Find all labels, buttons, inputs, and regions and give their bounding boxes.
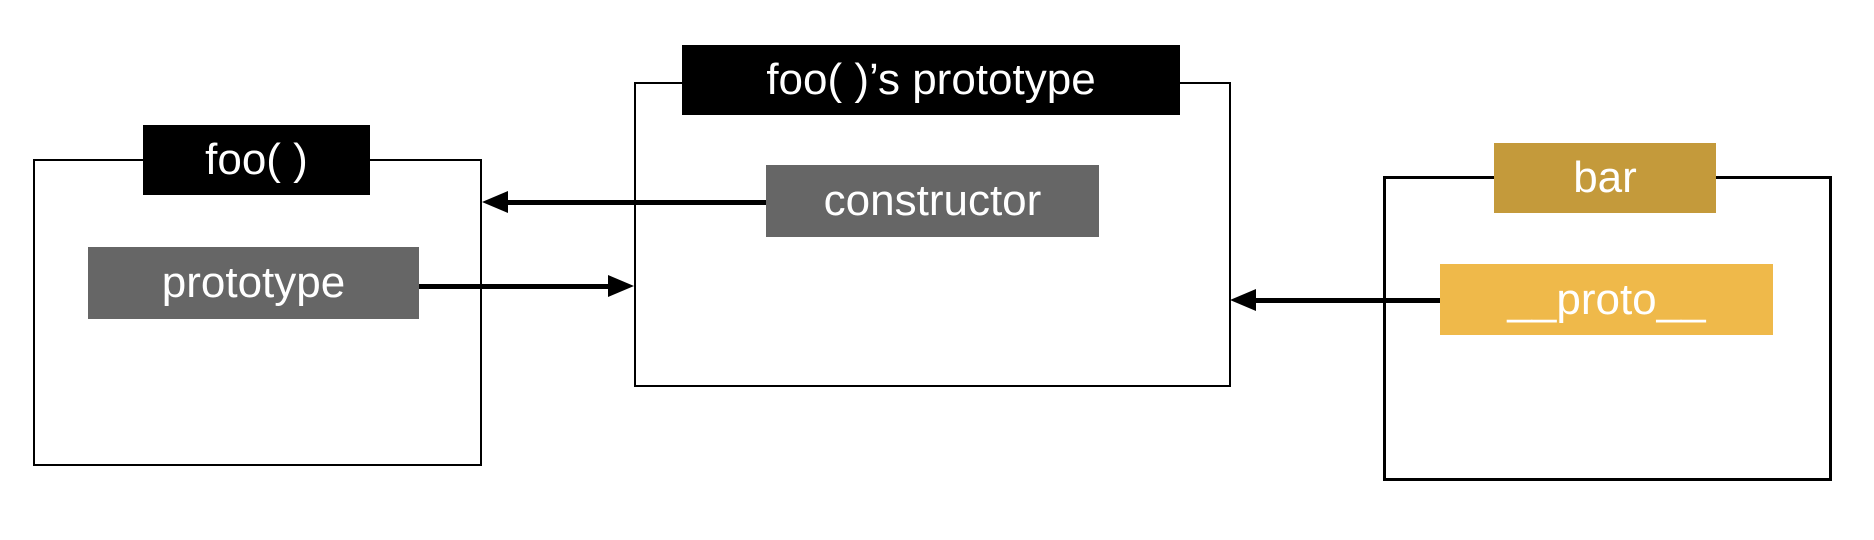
arrow-shaft xyxy=(502,200,766,205)
arrowhead-left-icon xyxy=(482,191,508,213)
arrow-prototype-to-foo-prototype xyxy=(419,275,634,297)
foo-prototype-property: prototype xyxy=(88,247,419,319)
arrow-shaft xyxy=(419,284,614,289)
arrow-proto-to-foo-prototype xyxy=(1230,289,1440,311)
bar-proto-property: __proto__ xyxy=(1440,264,1773,335)
arrow-constructor-to-foo xyxy=(482,191,766,213)
arrowhead-left-icon xyxy=(1230,289,1256,311)
foo-title-tab: foo( ) xyxy=(143,125,370,195)
arrowhead-right-icon xyxy=(608,275,634,297)
bar-title-tab: bar xyxy=(1494,143,1716,213)
foo-prototype-title-tab: foo( )’s prototype xyxy=(682,45,1180,115)
arrow-shaft xyxy=(1250,298,1440,303)
constructor-property: constructor xyxy=(766,165,1099,237)
